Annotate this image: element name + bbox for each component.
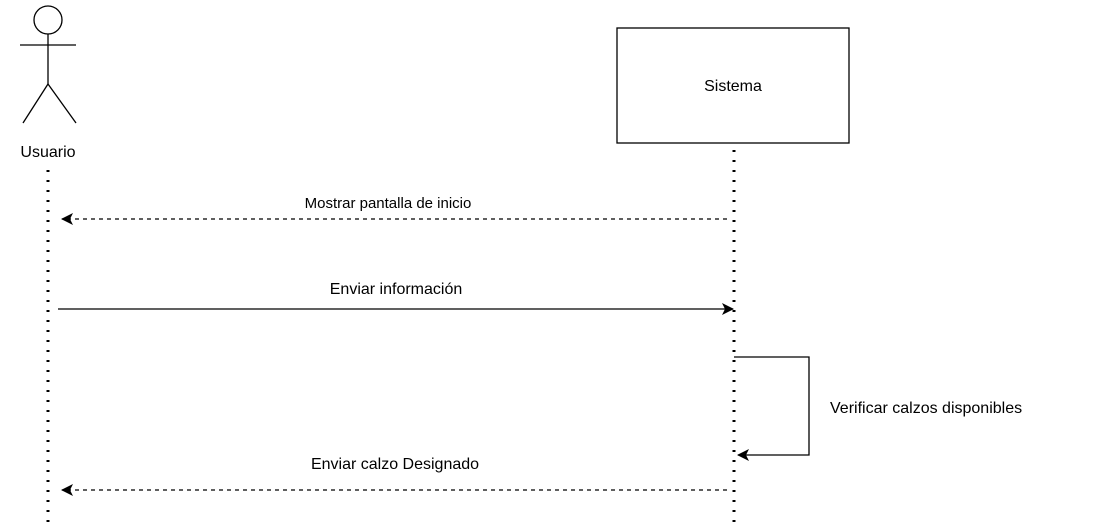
participant-sistema-label: Sistema xyxy=(704,78,762,95)
message-label-mostrar: Mostrar pantalla de inicio xyxy=(305,195,472,212)
actor-usuario-label: Usuario xyxy=(20,144,75,161)
participant-sistema-box xyxy=(616,27,850,144)
message-arrow-verificar xyxy=(734,356,810,461)
actor-usuario-icon xyxy=(20,5,77,124)
message-label-enviar-info: Enviar información xyxy=(330,281,463,298)
message-label-enviar-calzo: Enviar calzo Designado xyxy=(311,456,479,473)
message-label-verificar: Verificar calzos disponibles xyxy=(830,400,1022,417)
